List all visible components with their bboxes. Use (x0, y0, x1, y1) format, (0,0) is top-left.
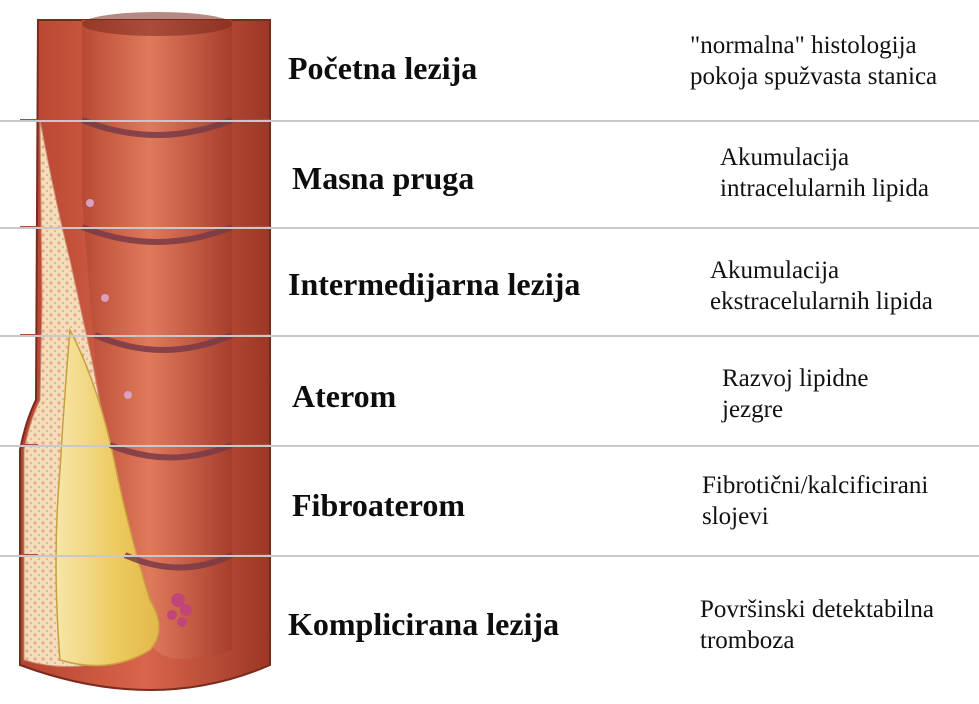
stage-description-komplicirana-lezija: Površinski detektabilna tromboza (700, 594, 934, 656)
description-line: Razvoj lipidne (722, 363, 869, 394)
stage-description-masna-pruga: Akumulacija intracelularnih lipida (720, 142, 929, 204)
stage-title-pocetna-lezija: Početna lezija (288, 50, 477, 86)
description-line: ekstracelularnih lipida (710, 286, 933, 317)
description-line: intracelularnih lipida (720, 173, 929, 204)
row-divider (0, 445, 979, 447)
description-line: pokoja spužvasta stanica (690, 61, 937, 92)
description-line: Fibrotični/kalcificirani (702, 470, 928, 501)
row-divider (0, 555, 979, 557)
stage-description-fibroaterom: Fibrotični/kalcificirani slojevi (702, 470, 928, 532)
stage-description-pocetna-lezija: "normalna" histologija pokoja spužvasta … (690, 30, 937, 92)
description-line: Površinski detektabilna (700, 594, 934, 625)
stage-description-aterom: Razvoj lipidne jezgre (722, 363, 869, 425)
row-divider (0, 120, 979, 122)
stage-title-fibroaterom: Fibroaterom (292, 487, 465, 523)
stage-description-intermedijarna-lezija: Akumulacija ekstracelularnih lipida (710, 255, 933, 317)
description-line: Akumulacija (710, 255, 933, 286)
stage-title-komplicirana-lezija: Komplicirana lezija (288, 606, 559, 642)
description-line: Akumulacija (720, 142, 929, 173)
stage-title-masna-pruga: Masna pruga (292, 160, 474, 196)
artery-illustration (0, 0, 290, 704)
stage-title-aterom: Aterom (292, 378, 396, 414)
description-line: jezgre (722, 394, 869, 425)
description-line: "normalna" histologija (690, 30, 937, 61)
stage-title-intermedijarna-lezija: Intermedijarna lezija (288, 266, 580, 302)
description-line: slojevi (702, 501, 928, 532)
vessel-opening (82, 12, 232, 36)
description-line: tromboza (700, 625, 934, 656)
row-divider (0, 227, 979, 229)
row-divider (0, 335, 979, 337)
